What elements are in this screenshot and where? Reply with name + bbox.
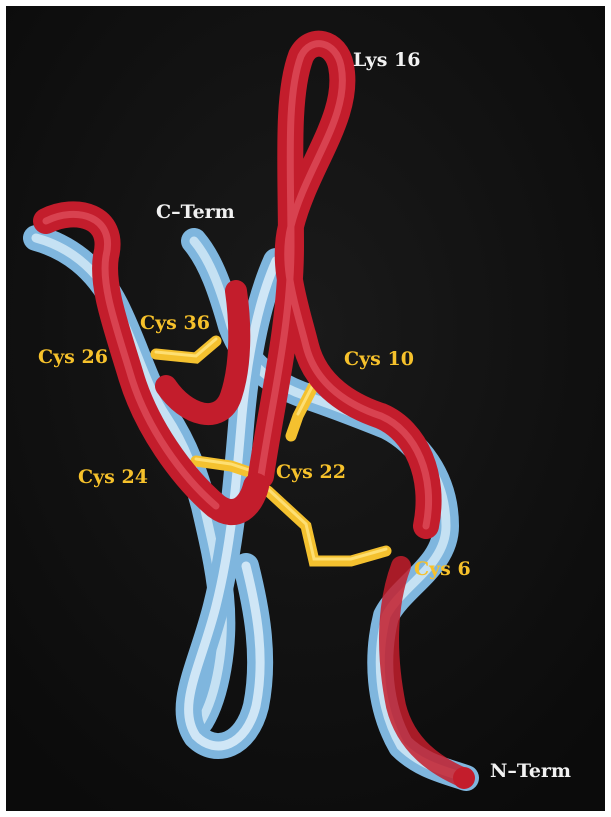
label-cys24: Cys 24 <box>78 468 148 487</box>
label-cys10: Cys 10 <box>344 350 414 369</box>
label-n-term: N–Term <box>490 762 571 781</box>
label-cys26: Cys 26 <box>38 348 108 367</box>
label-cys36: Cys 36 <box>140 314 210 333</box>
label-cys6: Cys 6 <box>414 560 471 579</box>
label-lys16: Lys 16 <box>353 51 420 70</box>
n-term-cap <box>453 767 475 789</box>
protein-ribbon-drawing <box>6 6 605 811</box>
protein-ribbon-image: Lys 16 C–Term Cys 36 Cys 26 Cys 10 Cys 2… <box>6 6 605 811</box>
label-cys22: Cys 22 <box>276 463 346 482</box>
label-c-term: C–Term <box>156 203 235 222</box>
